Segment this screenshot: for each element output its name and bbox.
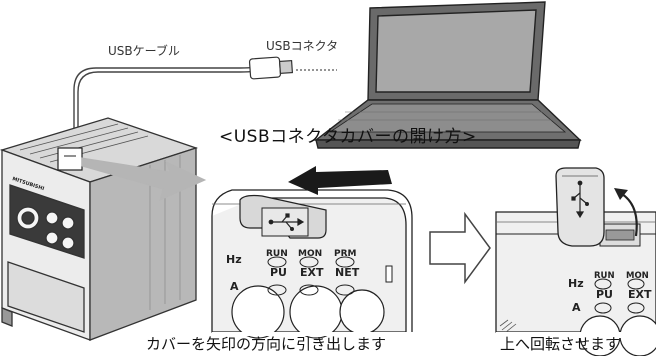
panel-labels-right: Hz A RUN PU MON EXT bbox=[568, 271, 652, 314]
panel-mon-label: MON bbox=[298, 249, 322, 259]
panel-run-label: RUN bbox=[266, 249, 288, 259]
closeup-rotate-cover bbox=[495, 167, 656, 356]
panel-led-outlines-left bbox=[267, 256, 355, 296]
pointer-arrow bbox=[81, 157, 207, 201]
panel-labels-left: Hz A RUN PU MON EXT PRM NET bbox=[226, 249, 360, 293]
panel-mon-label-right: MON bbox=[626, 271, 649, 281]
next-step-arrow bbox=[429, 211, 491, 285]
panel-prm-label: PRM bbox=[334, 249, 357, 259]
caption-pull-cover: カバーを矢印の方向に引き出します bbox=[146, 335, 387, 353]
usb-plug-laptop bbox=[248, 56, 294, 80]
panel-hz-label-right: Hz bbox=[568, 277, 584, 290]
panel-net-label: NET bbox=[335, 266, 360, 279]
panel-ext-label: EXT bbox=[300, 266, 324, 279]
panel-run-label-right: RUN bbox=[594, 271, 615, 281]
connector-label: USBコネクタ bbox=[266, 39, 339, 53]
closeup-pull-cover bbox=[211, 166, 413, 339]
panel-pu-label: PU bbox=[270, 266, 287, 279]
cable-label: USBケーブル bbox=[108, 44, 180, 58]
panel-ext-label-right: EXT bbox=[628, 288, 652, 301]
panel-a-label-right: A bbox=[572, 301, 581, 314]
panel-a-label: A bbox=[230, 280, 239, 293]
diagram-title: <USBコネクタカバーの開け方> bbox=[219, 127, 477, 147]
panel-led-outlines-right bbox=[594, 278, 645, 314]
panel-pu-label-right: PU bbox=[596, 288, 613, 301]
caption-rotate-up: 上へ回転させます bbox=[500, 335, 621, 353]
inverter bbox=[0, 117, 199, 341]
panel-hz-label: Hz bbox=[226, 253, 242, 266]
laptop bbox=[313, 1, 582, 149]
